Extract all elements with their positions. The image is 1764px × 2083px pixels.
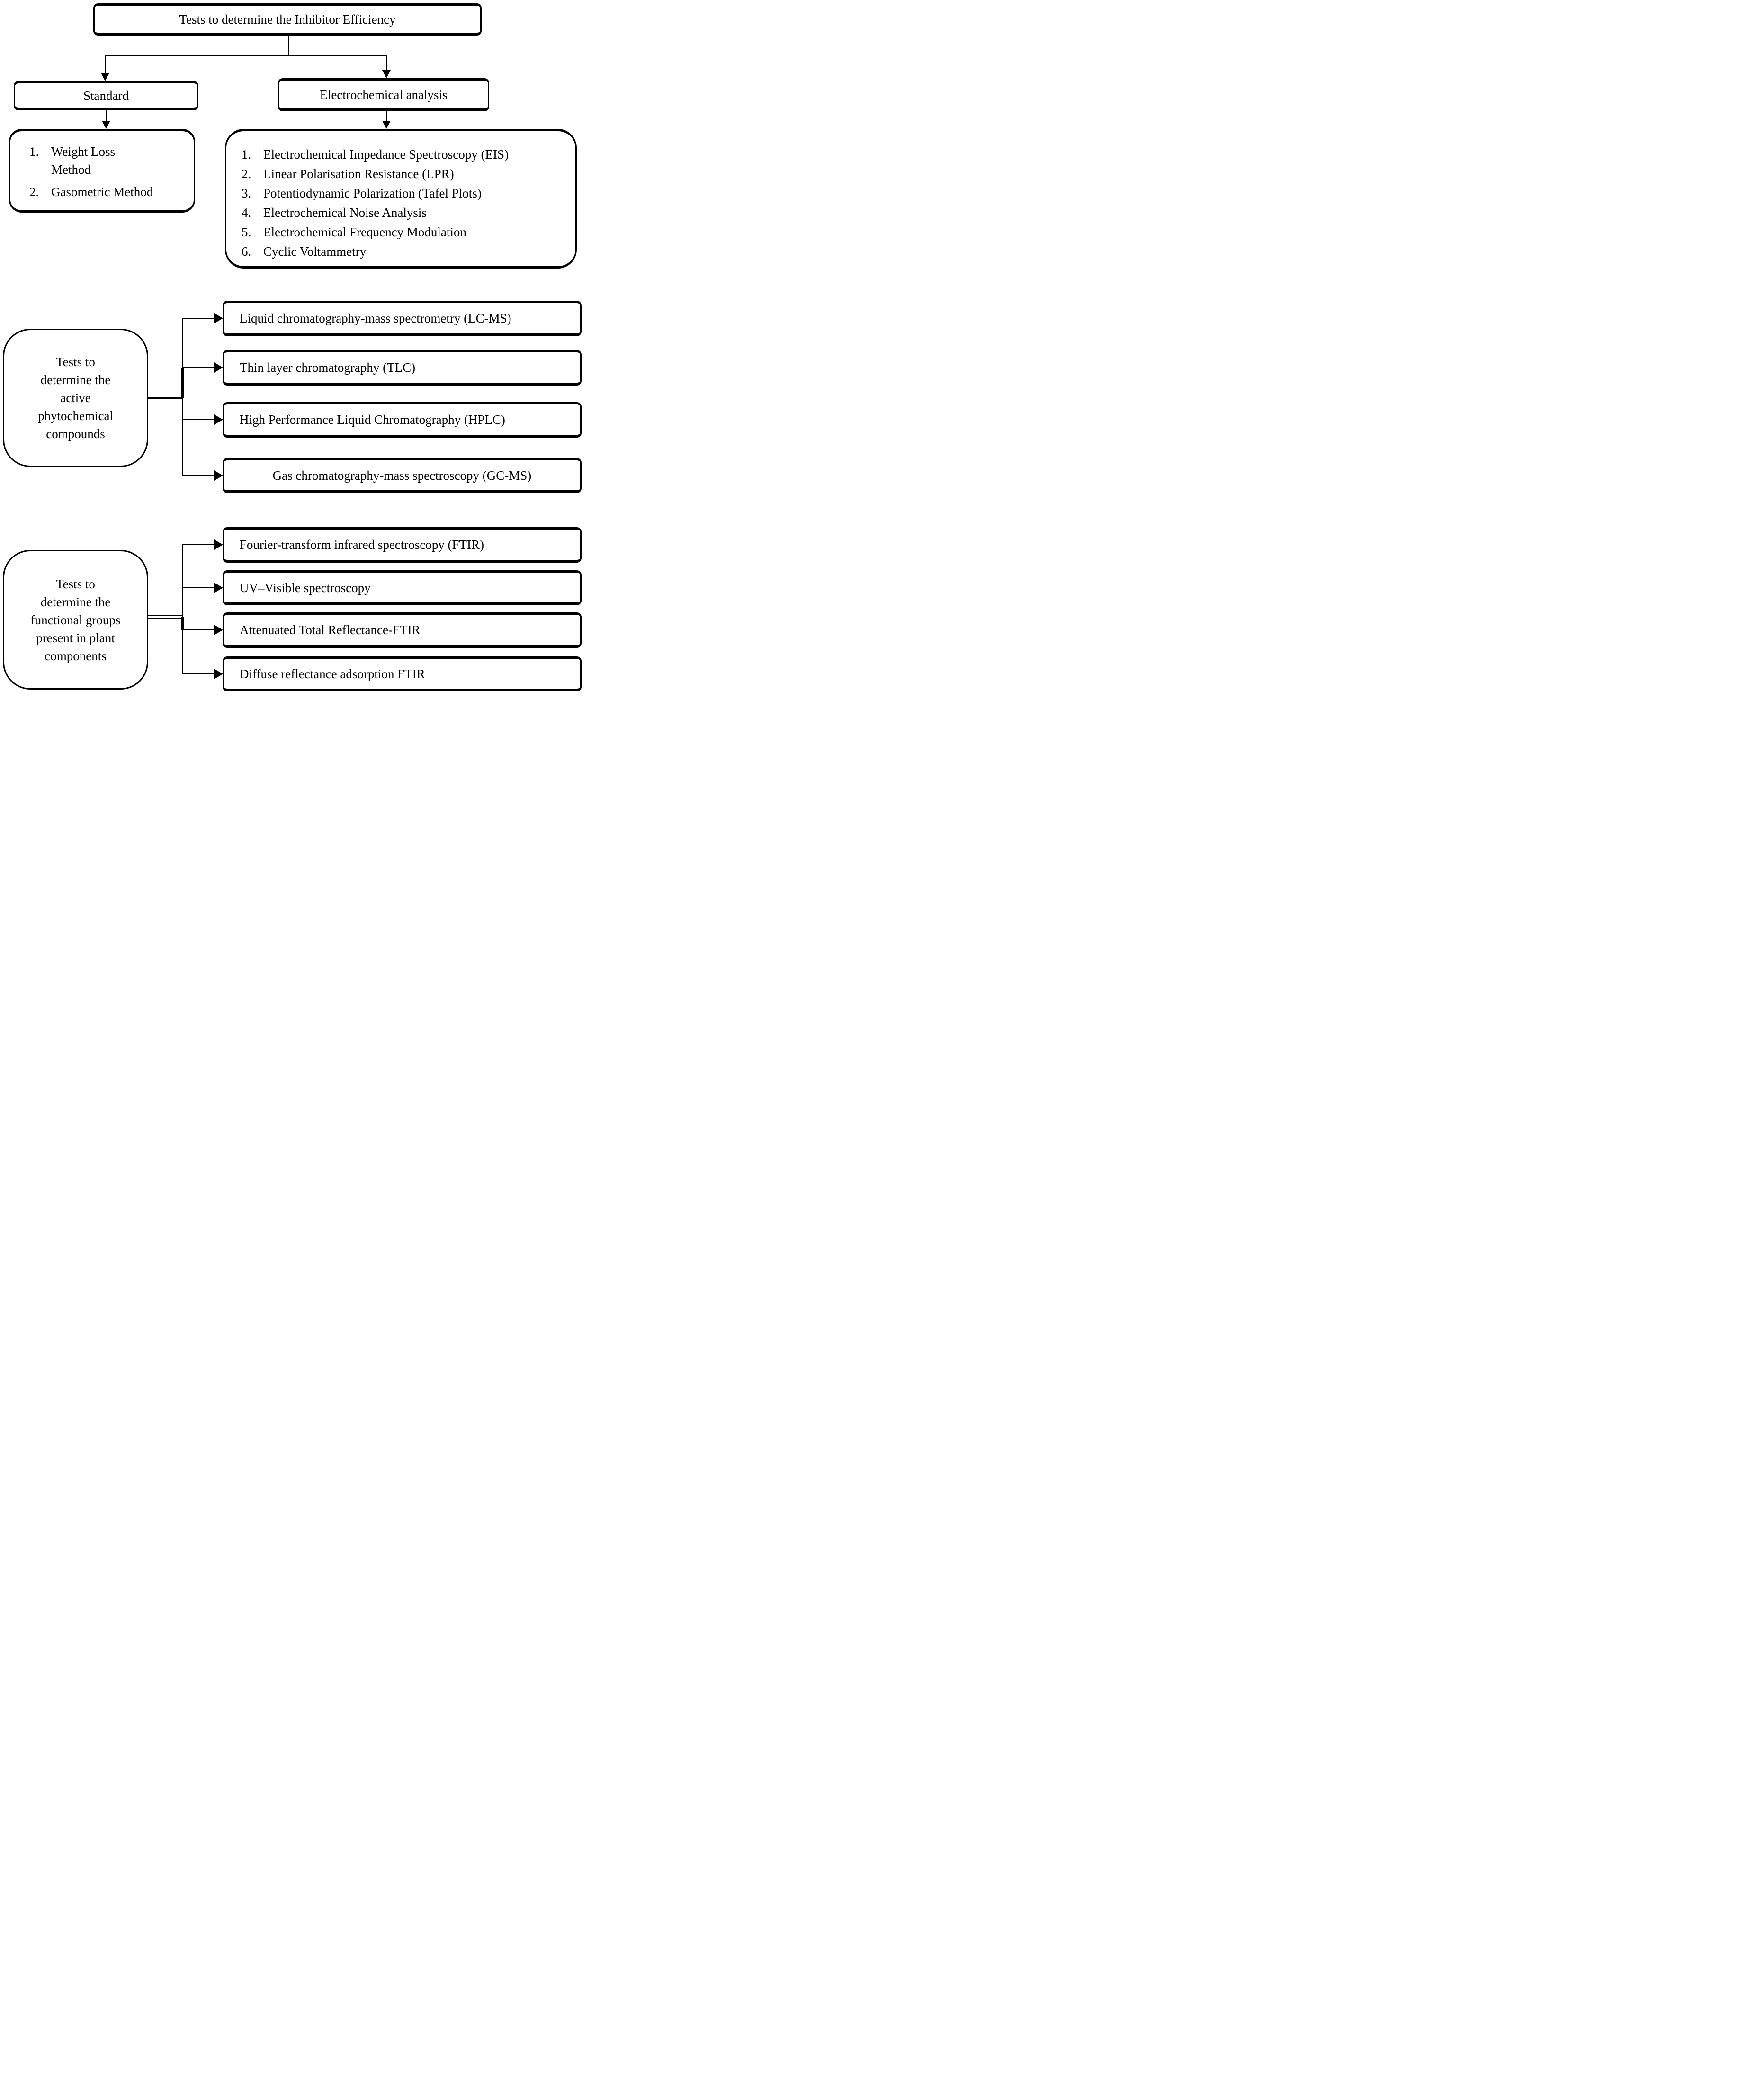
target-label-hplc: High Performance Liquid Chromatography (… [240, 413, 505, 427]
standard-methods-list: 1. Weight Loss Method 2. Gasometric Meth… [29, 143, 187, 201]
list-item: 3. Potentiodynamic Polarization (Tafel P… [242, 186, 570, 200]
list-item: 5. Electrochemical Frequency Modulation [242, 225, 570, 239]
list-item-number: 3. [242, 186, 251, 200]
arrowhead-standard-methods [102, 121, 110, 129]
target-box-lcms: Liquid chromatography-mass spectrometry … [223, 301, 582, 336]
target-label-atr: Attenuated Total Reflectance-FTIR [240, 623, 421, 637]
connector-branch-lcms [182, 318, 215, 319]
list-item: 2. Gasometric Method [29, 183, 187, 201]
connector-root-split [105, 55, 387, 56]
list-item-text: Electrochemical Noise Analysis [263, 206, 427, 220]
phytochemical-source-box: Tests to determine the active phytochemi… [3, 329, 148, 467]
connector-branch-hplc [182, 419, 215, 420]
target-label-uvvis: UV–Visible spectroscopy [240, 580, 371, 595]
root-label: Tests to determine the Inhibitor Efficie… [179, 12, 396, 27]
list-item: 2. Linear Polarisation Resistance (LPR) [242, 167, 570, 181]
arrowhead-standard [101, 73, 109, 81]
list-item: 4. Electrochemical Noise Analysis [242, 206, 570, 220]
target-label-lcms: Liquid chromatography-mass spectrometry … [240, 311, 511, 325]
functional-groups-source-box: Tests to determine the functional groups… [3, 550, 148, 690]
connector-branch-drift [182, 673, 215, 674]
target-box-uvvis: UV–Visible spectroscopy [223, 570, 582, 605]
flowchart-canvas: Tests to determine the Inhibitor Efficie… [0, 0, 588, 694]
list-item-number: 2. [29, 185, 39, 199]
connector-branch-gcms [182, 475, 215, 476]
list-item-number: 5. [242, 225, 251, 239]
electrochemical-box: Electrochemical analysis [278, 78, 489, 111]
target-box-drift: Diffuse reflectance adsorption FTIR [223, 656, 582, 691]
list-item-number: 6. [242, 244, 251, 259]
standard-methods-box: 1. Weight Loss Method 2. Gasometric Meth… [9, 129, 195, 213]
target-box-hplc: High Performance Liquid Chromatography (… [223, 402, 582, 438]
root-box: Tests to determine the Inhibitor Efficie… [93, 3, 482, 36]
standard-box: Standard [14, 81, 198, 110]
list-item-text: Potentiodynamic Polarization (Tafel Plot… [263, 186, 482, 200]
list-item-number: 1. [242, 147, 251, 162]
target-box-gcms: Gas chromatography-mass spectroscopy (GC… [223, 458, 582, 493]
arrowhead-electro [382, 70, 391, 78]
arrowhead-electro-methods [382, 121, 391, 129]
target-box-atr: Attenuated Total Reflectance-FTIR [223, 612, 582, 648]
connector-phytochemical-main [148, 397, 183, 399]
arrowhead-gcms [214, 470, 223, 481]
target-label-ftir: Fourier-transform infrared spectroscopy … [240, 538, 484, 552]
target-label-drift: Diffuse reflectance adsorption FTIR [240, 666, 425, 681]
arrowhead-hplc [214, 414, 223, 425]
electrochemical-methods-list: 1. Electrochemical Impedance Spectroscop… [242, 147, 570, 259]
arrowhead-drift [214, 669, 223, 679]
connector-functional-spine-stub [181, 617, 184, 630]
connector-root-stub [288, 36, 289, 56]
arrowhead-atr [214, 625, 223, 635]
connector-electro-drop [386, 55, 387, 71]
functional-groups-source-label: Tests to determine the functional groups… [30, 576, 121, 663]
target-label-gcms: Gas chromatography-mass spectroscopy (GC… [272, 468, 532, 483]
target-box-ftir: Fourier-transform infrared spectroscopy … [223, 527, 582, 563]
list-item-number: 1. [29, 144, 39, 159]
list-item: 1. Electrochemical Impedance Spectroscop… [242, 147, 570, 162]
list-item-text: Cyclic Voltammetry [263, 244, 367, 259]
list-item-text: Electrochemical Impedance Spectroscopy (… [263, 147, 509, 162]
connector-functional-spine [182, 545, 183, 674]
electrochemical-methods-box: 1. Electrochemical Impedance Spectroscop… [225, 129, 577, 269]
list-item-text: Electrochemical Frequency Modulation [263, 225, 466, 239]
electrochemical-label: Electrochemical analysis [320, 87, 448, 102]
list-item: 6. Cyclic Voltammetry [242, 244, 570, 259]
connector-branch-atr [182, 629, 215, 630]
list-item-text: Linear Polarisation Resistance (LPR) [263, 167, 454, 181]
list-item-text: Weight Loss Method [51, 144, 116, 177]
phytochemical-source-label: Tests to determine the active phytochemi… [38, 355, 113, 441]
standard-label: Standard [83, 88, 129, 103]
connector-electro-methods [386, 111, 387, 121]
target-box-tlc: Thin layer chromatography (TLC) [223, 350, 582, 386]
connector-branch-tlc [182, 367, 215, 368]
arrowhead-tlc [214, 362, 223, 373]
connector-functional-main [148, 615, 183, 619]
arrowhead-lcms [214, 313, 223, 323]
target-label-tlc: Thin layer chromatography (TLC) [240, 360, 416, 375]
list-item: 1. Weight Loss Method [29, 143, 187, 179]
connector-branch-uvvis [182, 587, 215, 588]
list-item-number: 4. [242, 206, 251, 220]
list-item-text: Gasometric Method [51, 185, 153, 199]
connector-standard-methods [106, 110, 107, 121]
list-item-number: 2. [242, 167, 251, 181]
connector-standard-drop [105, 55, 106, 73]
arrowhead-ftir [214, 539, 223, 550]
arrowhead-uvvis [214, 583, 223, 593]
connector-phytochemical-spine-stub [181, 368, 184, 398]
connector-branch-ftir [182, 544, 215, 545]
